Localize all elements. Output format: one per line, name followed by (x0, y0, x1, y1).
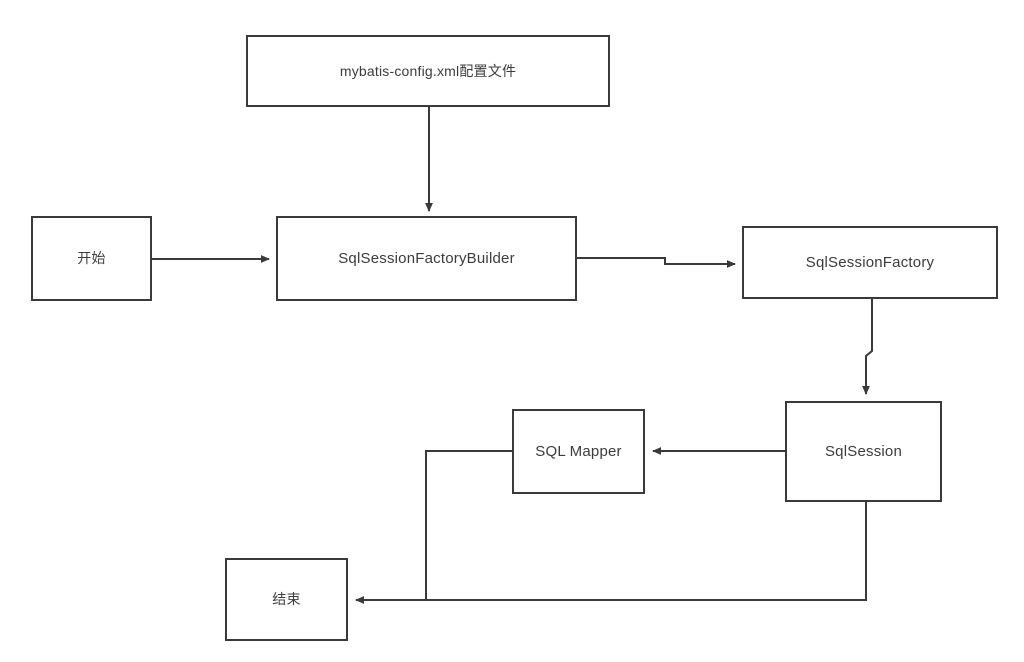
node-label: mybatis-config.xml配置文件 (339, 62, 517, 79)
node-label: SqlSessionFactoryBuilder (338, 249, 515, 267)
edge-factory-to-session (862, 299, 873, 395)
node-start[interactable]: 开始 (31, 216, 152, 301)
node-sqlsessionfactorybuilder[interactable]: SqlSessionFactoryBuilder (276, 216, 577, 301)
edge-session-to-end (426, 502, 867, 601)
node-mybatis-config-xml[interactable]: mybatis-config.xml配置文件 (246, 35, 610, 107)
node-sqlsession[interactable]: SqlSession (785, 401, 942, 502)
node-sqlsessionfactory[interactable]: SqlSessionFactory (742, 226, 998, 299)
node-label: 结束 (272, 591, 301, 608)
node-label: SqlSessionFactory (805, 253, 935, 271)
node-end[interactable]: 结束 (225, 558, 348, 641)
edge-mapper-to-end (355, 450, 512, 604)
edge-builder-to-factory (577, 257, 736, 268)
node-label: 开始 (77, 250, 106, 267)
node-sql-mapper[interactable]: SQL Mapper (512, 409, 645, 494)
node-label: SqlSession (824, 442, 903, 460)
node-label: SQL Mapper (535, 442, 622, 460)
